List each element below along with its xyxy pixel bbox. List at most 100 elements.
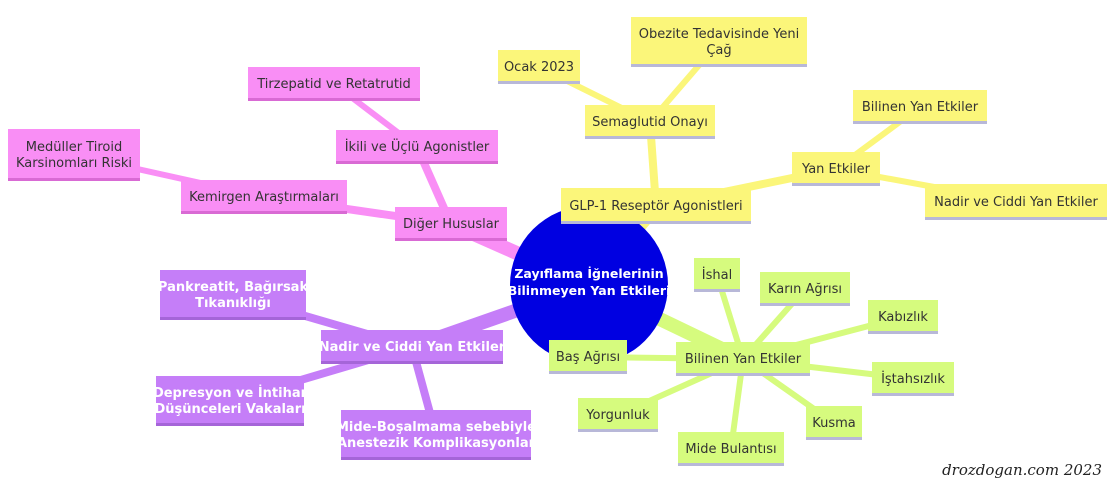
node-yorgunluk: Yorgunluk — [578, 398, 658, 432]
node-kemirgen: Kemirgen Araştırmaları — [181, 180, 347, 214]
node-label-line: Nadir ve Ciddi Yan Etkiler — [319, 340, 506, 355]
node-box-underline — [181, 211, 347, 214]
node-label-line: İştahsızlık — [881, 371, 945, 387]
node-label-line: Pankreatit, Bağırsak — [158, 280, 309, 295]
node-box-underline — [336, 161, 498, 164]
node-box-underline — [631, 64, 807, 67]
node-box — [760, 272, 850, 306]
node-kabizlik: Kabızlık — [868, 300, 938, 334]
node-ocak: Ocak 2023 — [498, 50, 580, 84]
node-label-line: Tıkanıklığı — [195, 296, 271, 311]
node-box-underline — [760, 303, 850, 306]
node-label-line: Baş Ağrısı — [556, 350, 620, 365]
node-label-line: İshal — [702, 267, 732, 283]
node-label-line: Bilinen Yan Etkiler — [685, 352, 802, 367]
node-box — [181, 180, 347, 214]
node-nadir-y: Nadir ve Ciddi Yan Etkiler — [925, 184, 1107, 220]
node-label-line: Bilinen Yan Etkiler — [862, 100, 979, 115]
node-box-underline — [792, 183, 880, 186]
node-box-underline — [549, 371, 627, 374]
node-box-underline — [321, 361, 503, 364]
node-label-line: GLP-1 Reseptör Agonistleri — [569, 199, 742, 214]
node-label-line: Kemirgen Araştırmaları — [189, 190, 339, 205]
node-karin: Karın Ağrısı — [760, 272, 850, 306]
node-box — [561, 188, 751, 224]
node-box — [868, 300, 938, 334]
node-box — [694, 258, 740, 292]
node-box — [678, 432, 784, 466]
node-box-underline — [925, 217, 1107, 220]
node-box-underline — [498, 81, 580, 84]
node-box — [248, 67, 420, 101]
node-bilinen-g: Bilinen Yan Etkiler — [676, 342, 810, 376]
credit-watermark: drozdogan.com 2023 — [942, 461, 1102, 479]
node-box-underline — [160, 317, 306, 320]
node-box — [498, 50, 580, 84]
node-box-underline — [156, 423, 304, 426]
node-box — [585, 105, 715, 139]
central-node-label-line: Bilinmeyen Yan Etkileri — [508, 283, 671, 298]
node-box-underline — [872, 393, 954, 396]
central-node-label-line: Zayıflama İğnelerinin — [514, 266, 663, 281]
node-box — [925, 184, 1107, 220]
node-box — [156, 376, 304, 426]
node-tirzepatid: Tirzepatid ve Retatrutid — [248, 67, 420, 101]
node-box — [321, 330, 503, 364]
node-ishal: İshal — [694, 258, 740, 292]
node-box-underline — [676, 373, 810, 376]
node-istahsizlik: İştahsızlık — [872, 362, 954, 396]
node-box — [341, 410, 531, 460]
node-bas: Baş Ağrısı — [549, 340, 627, 374]
node-glp1: GLP-1 Reseptör Agonistleri — [561, 188, 751, 224]
node-label-line: Medüller Tiroid — [26, 140, 122, 155]
node-kusma: Kusma — [806, 406, 862, 440]
node-box — [395, 207, 507, 241]
node-diger: Diğer Hususlar — [395, 207, 507, 241]
node-label-line: Düşünceleri Vakaları — [154, 402, 305, 417]
node-box — [792, 152, 880, 186]
node-label-line: Depresyon ve İntihar — [153, 385, 308, 401]
node-box-underline — [694, 289, 740, 292]
node-label-line: Mide Bulantısı — [685, 442, 776, 457]
node-box — [549, 340, 627, 374]
node-label-line: Nadir ve Ciddi Yan Etkiler — [934, 195, 1098, 210]
node-box-underline — [395, 238, 507, 241]
node-label-line: Kabızlık — [878, 310, 928, 325]
node-box — [872, 362, 954, 396]
node-box-underline — [585, 136, 715, 139]
node-label-line: Semaglutid Onayı — [592, 115, 708, 130]
node-label-line: Karın Ağrısı — [768, 282, 842, 297]
node-box-underline — [248, 98, 420, 101]
node-mide-bulantisi: Mide Bulantısı — [678, 432, 784, 466]
node-box-underline — [853, 121, 987, 124]
node-label-line: Anestezik Komplikasyonlar — [337, 436, 536, 451]
node-box — [676, 342, 810, 376]
node-label-line: Ocak 2023 — [504, 60, 574, 75]
node-box — [806, 406, 862, 440]
node-box-underline — [341, 457, 531, 460]
node-label-line: Yan Etkiler — [801, 162, 871, 177]
node-label-line: Obezite Tedavisinde Yeni — [639, 27, 799, 42]
node-box — [578, 398, 658, 432]
node-ikili: İkili ve Üçlü Agonistler — [336, 130, 498, 164]
node-label-line: Tirzepatid ve Retatrutid — [256, 77, 411, 92]
node-bilinen-y: Bilinen Yan Etkiler — [853, 90, 987, 124]
node-box-underline — [868, 331, 938, 334]
node-box — [8, 129, 140, 181]
node-box-underline — [806, 437, 862, 440]
central-node-circle — [510, 206, 668, 364]
node-box — [853, 90, 987, 124]
node-box-underline — [578, 429, 658, 432]
node-box — [160, 270, 306, 320]
node-yanetkiler-y: Yan Etkiler — [792, 152, 880, 186]
node-box — [336, 130, 498, 164]
node-label-line: Mide-Boşalmama sebebiyle — [336, 420, 536, 435]
node-label-line: Yorgunluk — [585, 408, 650, 423]
